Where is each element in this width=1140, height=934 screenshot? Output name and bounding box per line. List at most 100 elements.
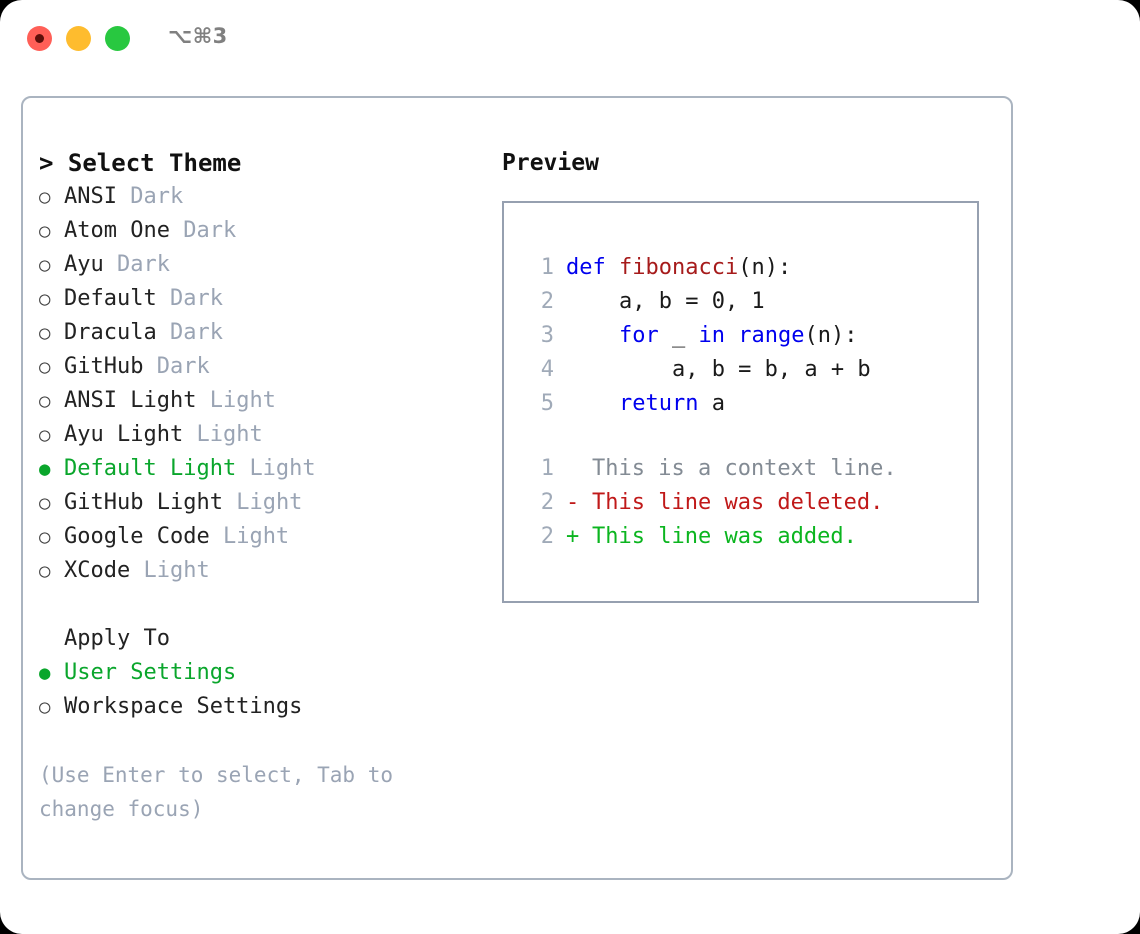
select-theme-heading: > Select Theme <box>39 149 242 177</box>
apply-to-options[interactable]: ●User Settings○Workspace Settings <box>39 656 489 724</box>
theme-list-item[interactable]: ○GitHub Dark <box>39 350 489 384</box>
theme-category: Light <box>196 422 263 447</box>
theme-list-item[interactable]: ○ ANSI Dark <box>39 180 489 214</box>
traffic-lights <box>27 26 130 51</box>
code-line-number: 1 <box>540 255 554 280</box>
theme-name-gap <box>210 520 223 554</box>
apply-to-option[interactable]: ○Workspace Settings <box>39 690 489 724</box>
radio-unselected-icon[interactable]: ○ <box>39 322 51 344</box>
code-token: (n): <box>804 323 858 348</box>
code-line: 4 a, b = b, a + b <box>504 353 977 387</box>
theme-list-item[interactable]: ○ GitHub Light Light <box>39 486 489 520</box>
theme-selection-pane: > Select Theme ○ANSI Dark○Atom One Dark○… <box>39 146 489 826</box>
code-line: 2 a, b = 0, 1 <box>504 285 977 319</box>
diff-line-number: 1 <box>540 456 554 481</box>
radio-unselected-icon[interactable]: ○ <box>39 492 51 514</box>
radio-unselected-icon[interactable]: ○ <box>39 220 51 242</box>
radio-selected-icon[interactable]: ● <box>39 662 51 684</box>
theme-list[interactable]: ○ANSI Dark○Atom One Dark○Ayu Dark○Defaul… <box>39 180 489 588</box>
theme-list-item[interactable]: ○ Google Code Light <box>39 520 489 554</box>
theme-name: GitHub Light <box>64 490 223 515</box>
radio-unselected-icon[interactable]: ○ <box>39 696 51 718</box>
code-token: a <box>698 391 725 416</box>
code-line-number: 3 <box>540 323 554 348</box>
theme-name-gap <box>196 384 209 418</box>
code-token: return <box>618 391 699 416</box>
theme-list-item[interactable]: ○ Ayu Light Light <box>39 418 489 452</box>
theme-name: Atom One <box>64 218 170 243</box>
theme-category: Dark <box>130 184 184 209</box>
theme-category: Light <box>236 490 303 515</box>
code-token: a, b = b, a + b <box>566 357 871 382</box>
code-diff-spacer <box>504 421 977 452</box>
theme-name-gap <box>104 248 117 282</box>
code-token: for <box>618 323 659 348</box>
diff-text: This line was deleted. <box>592 490 884 515</box>
theme-name-gap <box>130 554 143 588</box>
theme-category: Dark <box>117 252 170 277</box>
theme-list-item[interactable]: ○ ANSI Light Light <box>39 384 489 418</box>
theme-name-gap <box>170 214 183 248</box>
radio-unselected-icon[interactable]: ○ <box>39 288 51 310</box>
title-bar: ⌥⌘3 <box>0 0 1140 78</box>
theme-name-gap <box>157 282 170 316</box>
apply-to-label: Apply To <box>64 626 170 651</box>
code-token <box>725 319 738 353</box>
radio-unselected-icon[interactable]: ○ <box>39 356 51 378</box>
theme-list-item[interactable]: ○Atom One Dark <box>39 214 489 248</box>
code-token <box>566 387 619 421</box>
diff-marker: - <box>566 490 580 515</box>
code-line-number: 5 <box>540 391 554 416</box>
apply-to-option[interactable]: ●User Settings <box>39 656 489 690</box>
radio-selected-icon[interactable]: ● <box>39 458 51 480</box>
theme-name-gap <box>117 180 130 214</box>
window-shortcut-label: ⌥⌘3 <box>168 24 228 48</box>
theme-name: Dracula <box>64 320 157 345</box>
theme-category: Light <box>209 388 276 413</box>
theme-name: ANSI Light <box>64 388 197 413</box>
theme-category: Light <box>143 558 210 583</box>
diff-line-number: 2 <box>540 490 554 515</box>
theme-list-item[interactable]: ○ XCode Light <box>39 554 489 588</box>
theme-name: Default <box>64 286 157 311</box>
theme-list-item[interactable]: ○Default Dark <box>39 282 489 316</box>
theme-list-item[interactable]: ●Default Light Light <box>39 452 489 486</box>
code-line: 5 return a <box>504 387 977 421</box>
code-token: def <box>566 255 619 280</box>
code-token: (n): <box>738 255 792 280</box>
theme-name: Ayu Light <box>64 422 184 447</box>
radio-unselected-icon[interactable]: ○ <box>39 526 51 548</box>
code-line-number: 2 <box>540 289 554 314</box>
theme-name-gap <box>143 350 156 384</box>
theme-name: XCode <box>64 558 131 583</box>
diff-marker: + <box>566 524 580 549</box>
radio-unselected-icon[interactable]: ○ <box>39 424 51 446</box>
theme-name-gap <box>223 486 236 520</box>
list-spacer <box>39 588 489 622</box>
diff-text: This line was added. <box>592 524 857 549</box>
code-token: fibonacci <box>618 255 739 280</box>
radio-unselected-icon[interactable]: ○ <box>39 390 51 412</box>
radio-unselected-icon[interactable]: ○ <box>39 254 51 276</box>
theme-name: Default Light <box>64 456 237 481</box>
code-token: _ <box>658 323 699 348</box>
theme-name: Google Code <box>64 524 210 549</box>
radio-unselected-icon[interactable]: ○ <box>39 186 51 208</box>
preview-heading: Preview <box>502 150 599 176</box>
maximize-button-icon[interactable] <box>105 26 130 51</box>
code-token: a, b = 0, 1 <box>566 289 765 314</box>
theme-category: Light <box>222 524 290 549</box>
theme-list-item[interactable]: ○ Ayu Dark <box>39 248 489 282</box>
code-token <box>566 319 619 353</box>
theme-list-item[interactable]: ○Dracula Dark <box>39 316 489 350</box>
close-button-icon[interactable] <box>27 26 52 51</box>
keyboard-hint-text: (Use Enter to select, Tab to change focu… <box>39 763 394 821</box>
diff-text: This is a context line. <box>592 456 897 481</box>
diff-sample: 1 This is a context line. 2-This line was… <box>504 452 977 554</box>
theme-name: Ayu <box>64 252 104 277</box>
theme-name: ANSI <box>64 184 117 209</box>
minimize-button-icon[interactable] <box>66 26 91 51</box>
radio-unselected-icon[interactable]: ○ <box>39 560 51 582</box>
